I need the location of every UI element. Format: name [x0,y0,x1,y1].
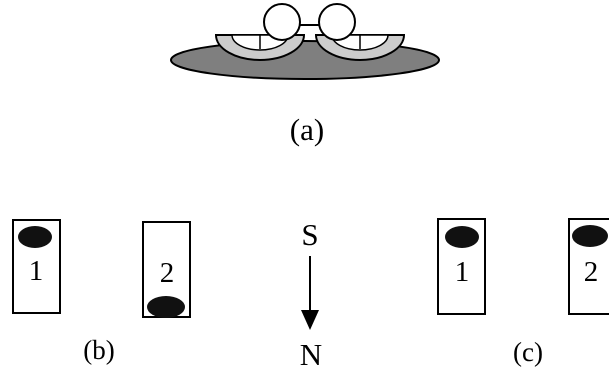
panel-c-label: (c) [513,337,543,367]
panel-b-label: (b) [83,335,114,365]
panel-b-box-1-dot [18,226,52,248]
compass: S N [300,217,322,372]
compass-arrow-head [301,310,319,330]
right-sphere [318,3,356,41]
panel-c-box-2: 2 [568,218,609,315]
panel-a-label: (a) [290,112,324,147]
panel-c-box-1: 1 [437,218,486,315]
panel-b-box-1: 1 [12,219,61,314]
compass-north-label: N [300,337,322,372]
right-cup [314,34,406,61]
panel-b-box-2: 2 [142,221,191,318]
left-sphere [263,3,301,41]
panel-b-box-2-label: 2 [160,257,175,289]
panel-b-box-1-label: 1 [29,255,44,287]
panel-c-box-1-label: 1 [455,256,470,288]
compass-south-label: S [301,217,318,252]
apparatus-drawing [170,3,440,80]
panel-c-box-1-dot [445,226,479,248]
panel-c-box-2-dot [572,225,608,247]
panel-b-box-2-dot [147,296,185,318]
panel-c-box-2-label: 2 [584,256,599,288]
